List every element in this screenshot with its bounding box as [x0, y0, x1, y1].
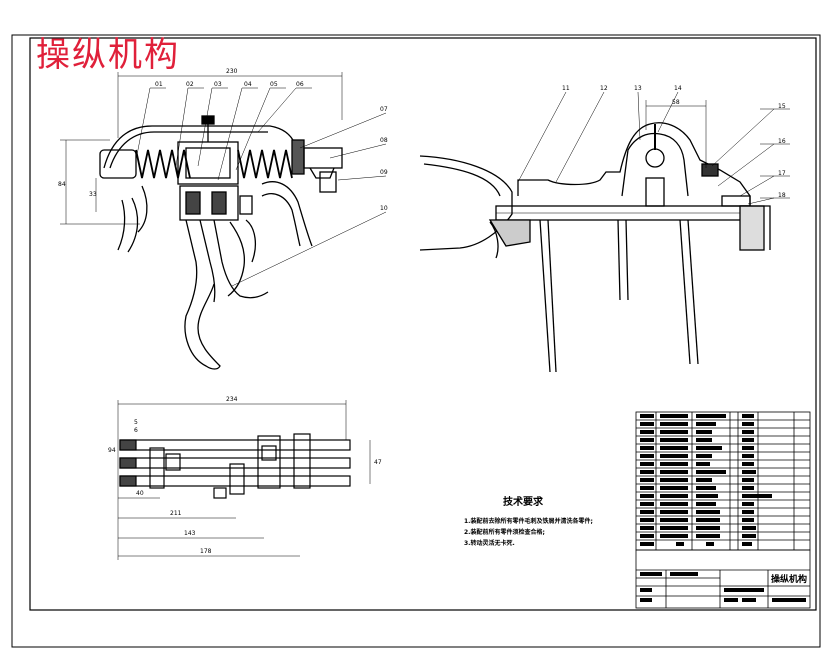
tech-note-3: 3.转动灵活无卡死. — [464, 540, 515, 547]
tech-requirements-title: 技术要求 — [503, 497, 543, 508]
dim-33: 33 — [89, 191, 97, 198]
callout-18: 18 — [778, 192, 786, 199]
callout-11: 11 — [562, 85, 570, 92]
dim-58: 58 — [672, 99, 680, 106]
tech-note-1: 1.装配前去除所有零件毛刺及铁屑并清洗各零件; — [464, 518, 593, 525]
dim-234: 234 — [226, 396, 238, 403]
title-block — [635, 411, 811, 609]
callout-07: 07 — [380, 106, 388, 113]
callout-05: 05 — [270, 81, 278, 88]
callout-09: 09 — [380, 169, 388, 176]
dim-84: 84 — [58, 181, 66, 188]
callout-16: 16 — [778, 138, 786, 145]
side-view-mechanism — [419, 100, 771, 373]
front-view-mechanism — [60, 72, 343, 370]
callouts-right: 11 12 13 14 15 16 17 18 — [562, 85, 786, 199]
callout-03: 03 — [214, 81, 222, 88]
dim-230: 230 — [226, 68, 238, 75]
callout-06: 06 — [296, 81, 304, 88]
dim-40: 40 — [136, 490, 144, 497]
callout-04: 04 — [244, 81, 252, 88]
callouts-left: 01 02 03 04 05 06 07 08 09 10 — [155, 81, 388, 212]
callout-17: 17 — [778, 170, 786, 177]
drawing-title-overlay: 操纵机构 — [36, 35, 180, 75]
dim-6: 6 — [134, 427, 138, 434]
dim-211: 211 — [170, 510, 182, 517]
callout-01: 01 — [155, 81, 163, 88]
callout-15: 15 — [778, 103, 786, 110]
callout-13: 13 — [634, 85, 642, 92]
outer-border — [11, 34, 821, 648]
dim-143: 143 — [184, 530, 196, 537]
callout-02: 02 — [186, 81, 194, 88]
leader-lines-right — [517, 91, 790, 205]
dim-47: 47 — [374, 459, 382, 466]
dim-5: 5 — [134, 419, 138, 426]
dimension-texts: 230 84 33 58 234 5 6 94 40 211 143 178 4… — [58, 68, 680, 555]
callout-14: 14 — [674, 85, 682, 92]
title-block-name: 操纵机构 — [771, 573, 807, 585]
callout-08: 08 — [380, 137, 388, 144]
top-view-mechanism — [117, 400, 371, 560]
tech-note-2: 2.装配前所有零件须检查合格; — [464, 529, 545, 536]
dim-94: 94 — [108, 447, 116, 454]
inner-border — [29, 37, 817, 611]
callout-12: 12 — [600, 85, 608, 92]
leader-lines-left — [135, 87, 387, 287]
callout-10: 10 — [380, 205, 388, 212]
parts-list-marks — [640, 414, 806, 602]
dim-178: 178 — [200, 548, 212, 555]
